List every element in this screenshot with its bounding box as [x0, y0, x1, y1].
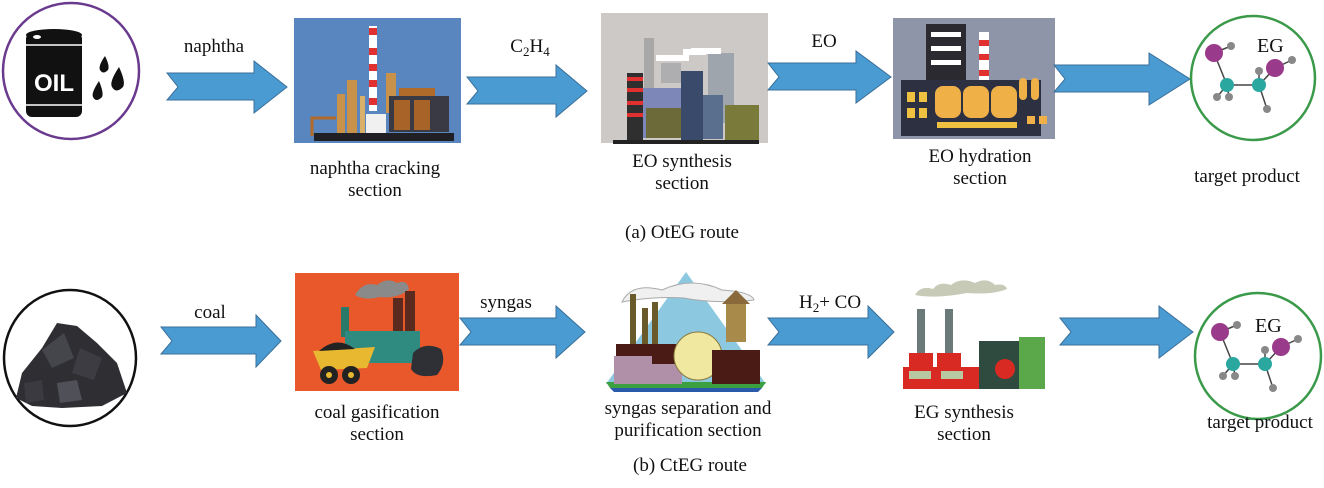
coal-feedstock-circle: [2, 288, 138, 428]
product-caption: target product: [1207, 412, 1313, 433]
oil-drops-icon: [92, 56, 124, 100]
naphtha-cracking-plant-image: [294, 18, 461, 143]
flow-arrow: [458, 304, 586, 360]
eg-molecule-label: EG: [1255, 315, 1282, 337]
section-label-eg-synthesis: EG synthesis section: [914, 402, 1014, 445]
flow-arrow: [165, 59, 288, 115]
flow-arrow: [465, 63, 588, 119]
coal-gasification-plant-image: [295, 273, 459, 391]
eo-synthesis-plant-image: [601, 13, 768, 144]
route-caption-a: (a) OtEG route: [625, 222, 739, 243]
product-caption: target product: [1194, 166, 1300, 187]
eg-product-circle: EG: [1189, 14, 1317, 142]
syngas-purification-plant-image: [606, 272, 766, 392]
section-label-naphtha-cracking: naphtha cracking section: [309, 158, 441, 201]
stream-label-eo: EO: [811, 31, 837, 52]
section-label-syngas-purification: syngas separation and purification secti…: [604, 398, 772, 441]
oil-feedstock-circle: OIL: [1, 1, 141, 141]
flow-arrow: [766, 304, 895, 360]
stream-label-h2-co: H2+ CO: [798, 292, 862, 315]
oil-badge-text: OIL: [34, 70, 74, 97]
section-label-eo-synthesis: EO synthesis section: [632, 151, 732, 194]
eo-hydration-plant-image: [893, 18, 1055, 139]
stream-label-naphtha: naphtha: [183, 36, 245, 57]
eg-product-circle: EG: [1193, 291, 1323, 421]
eg-molecule-icon: [1211, 321, 1302, 392]
stream-label-c2h4: C2H4: [510, 36, 550, 59]
section-label-eo-hydration: EO hydration section: [928, 146, 1032, 189]
flow-arrow: [159, 313, 282, 369]
coal-pile-icon: [16, 323, 127, 408]
eg-molecule-label: EG: [1257, 35, 1284, 57]
stream-label-coal: coal: [194, 302, 226, 323]
section-label-coal-gasification: coal gasification section: [314, 402, 440, 445]
eg-molecule-icon: [1205, 42, 1296, 113]
flow-arrow: [1058, 304, 1194, 360]
flow-arrow: [766, 50, 892, 104]
stream-label-syngas: syngas: [480, 292, 532, 313]
route-caption-b: (b) CtEG route: [633, 455, 747, 476]
flow-arrow: [1052, 52, 1191, 106]
eg-synthesis-plant-image: [903, 280, 1045, 389]
oil-barrel-icon: OIL: [26, 29, 82, 117]
